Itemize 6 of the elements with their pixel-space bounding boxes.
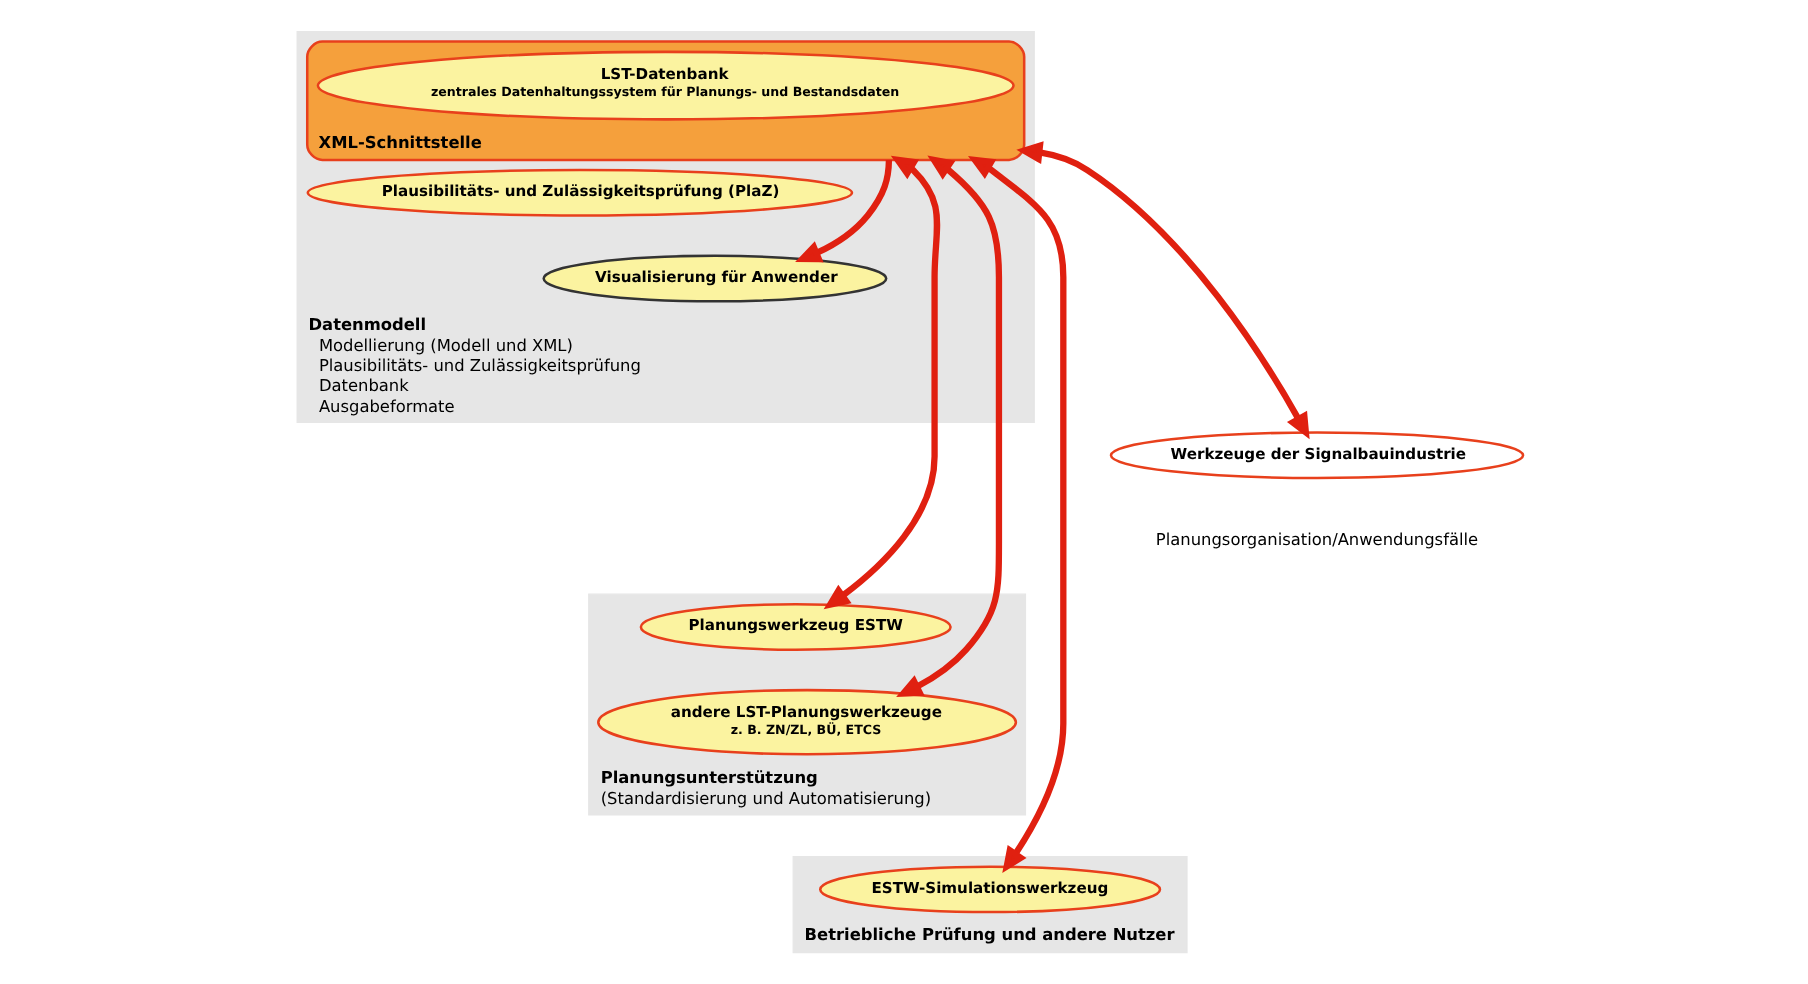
- arrow: [895, 155, 1002, 697]
- arrow: [967, 156, 1066, 874]
- arrow: [794, 159, 892, 263]
- arrow: [1015, 141, 1309, 440]
- label: Planungsorganisation/Anwendungsfälle: [1154, 529, 1478, 550]
- arrow: [822, 155, 940, 610]
